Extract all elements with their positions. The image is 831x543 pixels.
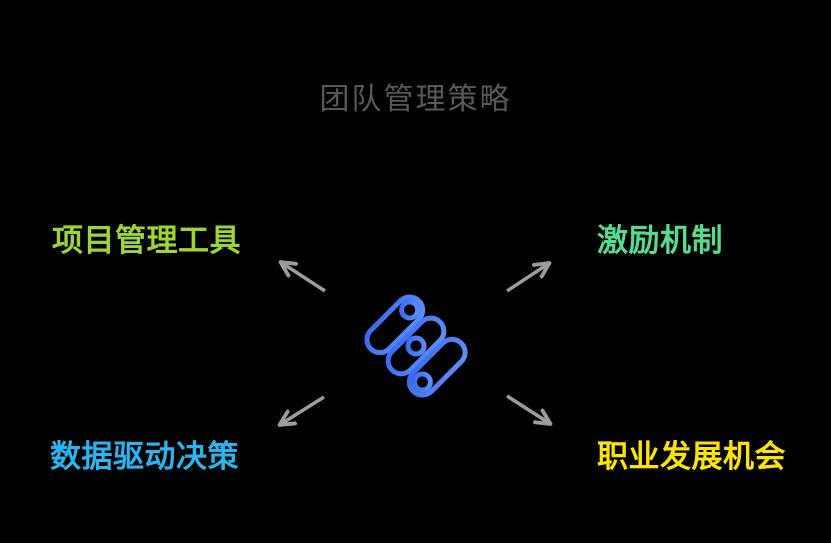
arrow-bottom-left	[281, 395, 325, 424]
logo-capsule-bottom	[406, 336, 468, 398]
branch-node-project-management-tools: 项目管理工具	[52, 223, 241, 258]
logo-dot-bottom	[411, 371, 433, 393]
logo-capsule-top	[364, 294, 426, 356]
arrow-top-right	[506, 264, 548, 293]
logo-dot-top	[399, 299, 421, 321]
branch-node-data-driven-decisions: 数据驱动决策	[50, 439, 239, 474]
logo-dot-middle	[405, 335, 427, 357]
arrow-top-left	[282, 263, 326, 293]
branch-node-career-development: 职业发展机会	[597, 439, 786, 474]
logo-capsule-middle	[385, 315, 447, 377]
center-logo-icon	[364, 294, 468, 398]
branch-node-incentive-mechanism: 激励机制	[597, 223, 723, 258]
diagram-title: 团队管理策略	[319, 83, 512, 116]
arrow-bottom-right	[506, 394, 549, 423]
